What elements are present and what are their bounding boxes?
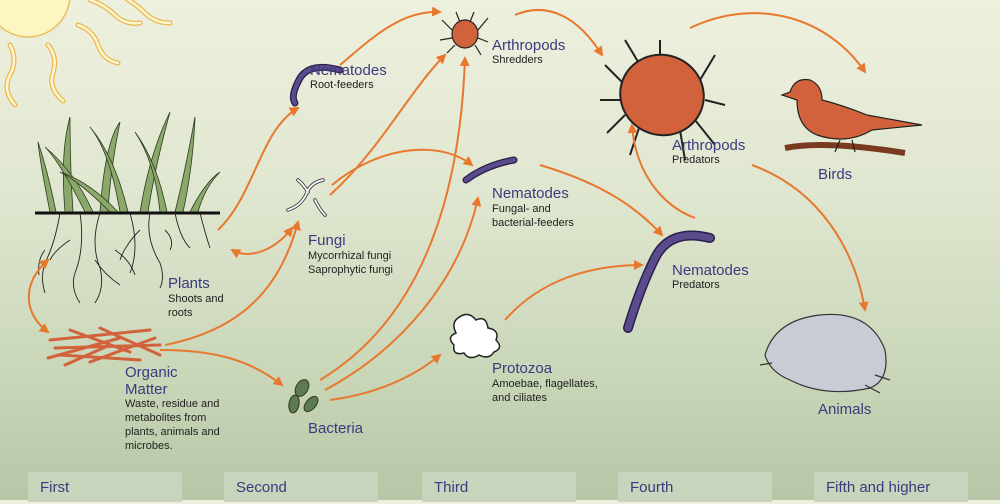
bacteria-icon xyxy=(288,379,319,414)
bacteria-label: Bacteria xyxy=(308,420,364,437)
sun-icon xyxy=(0,0,173,108)
plants-illustration xyxy=(35,111,221,304)
birds-label: Birds xyxy=(818,166,853,183)
plants-sub: Shoots and roots xyxy=(168,293,224,319)
trophic-level-first: First xyxy=(28,472,182,502)
arthropod-predator-icon xyxy=(600,39,726,161)
nematodes-fungal-label: Nematodes xyxy=(492,185,569,202)
organic-matter-illustration xyxy=(46,326,162,367)
organic-matter-label: Organic Matter xyxy=(125,364,178,398)
mole-icon xyxy=(759,313,891,394)
nematodes-fungal-sub: Fungal- and bacterial-feeders xyxy=(492,203,574,229)
arthropod-shredder-icon xyxy=(439,11,489,56)
plants-label: Plants xyxy=(168,275,210,292)
arthropods-shredders-sub: Shredders xyxy=(492,54,543,66)
arthropods-shredders-label: Arthropods xyxy=(492,37,566,54)
protozoa-icon xyxy=(449,313,501,359)
energy-flow-arrows xyxy=(27,6,869,401)
trophic-level-fifth: Fifth and higher xyxy=(814,472,968,502)
trophic-level-third: Third xyxy=(422,472,576,502)
protozoa-sub: Amoebae, flagellates, and ciliates xyxy=(492,378,598,404)
fungi-icon xyxy=(286,178,327,217)
trophic-level-fourth: Fourth xyxy=(618,472,772,502)
arthropods-predators-sub: Predators xyxy=(672,154,720,166)
nematodes-root-sub: Root-feeders xyxy=(310,79,374,91)
animals-label: Animals xyxy=(818,401,872,418)
organic-matter-sub: Waste, residue and metabolites from plan… xyxy=(125,398,220,452)
nematodes-predators-label: Nematodes xyxy=(672,262,749,279)
bird-icon xyxy=(780,78,923,156)
trophic-level-second: Second xyxy=(224,472,378,502)
arthropods-predators-label: Arthropods xyxy=(672,137,746,154)
protozoa-label: Protozoa xyxy=(492,360,553,377)
fungi-label: Fungi xyxy=(308,232,346,249)
nematodes-root-label: Nematodes xyxy=(310,62,387,79)
fungi-sub: Mycorrhizal fungi Saprophytic fungi xyxy=(308,250,393,276)
nematodes-predators-sub: Predators xyxy=(672,279,720,291)
